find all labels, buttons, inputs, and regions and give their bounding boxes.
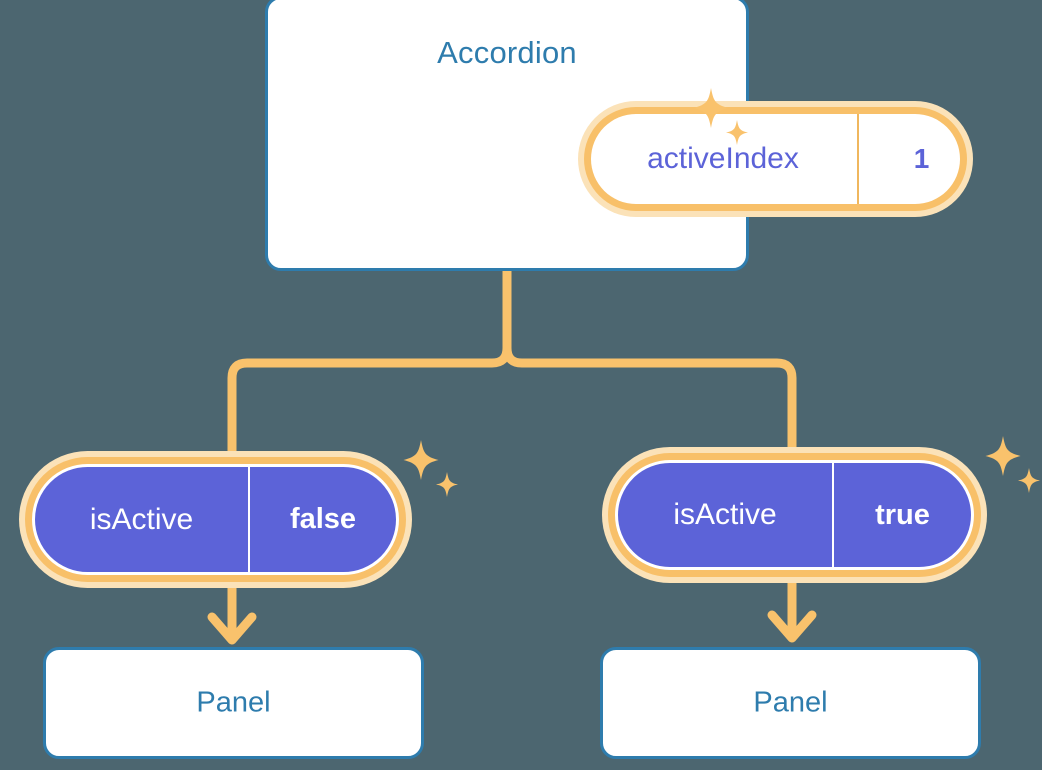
sparkle-small-icon: [1018, 468, 1040, 493]
state-value-label: true: [832, 463, 971, 567]
state-pill-isactive-false[interactable]: isActive false: [19, 451, 412, 588]
state-key-label: isActive: [673, 498, 777, 531]
component-title: Accordion: [437, 35, 577, 70]
sparkle-small-icon: [436, 472, 458, 497]
state-key-label: isActive: [89, 502, 194, 536]
sparkle-large-icon: [985, 436, 1021, 476]
arrowhead-left-icon: [207, 612, 257, 645]
state-value-label: false: [248, 467, 396, 572]
state-pill-activeindex[interactable]: activeIndex 1: [578, 101, 973, 217]
panel-title: Panel: [196, 686, 271, 719]
connector-branch-left: [227, 343, 512, 460]
pill-body: isActive false: [32, 464, 399, 575]
pill-body: isActive true: [615, 460, 974, 570]
panel-card-right[interactable]: Panel: [600, 647, 981, 759]
state-pill-isactive-true[interactable]: isActive true: [602, 447, 987, 583]
pill-body: activeIndex 1: [591, 114, 960, 204]
connector-branch-right: [502, 343, 797, 457]
component-card-accordion[interactable]: Accordion activeIndex 1: [265, 0, 973, 271]
state-value-label: 1: [857, 114, 960, 204]
state-key-label: activeIndex: [647, 142, 799, 175]
arrowhead-right-icon: [767, 610, 817, 643]
panel-card-left[interactable]: Panel: [43, 647, 424, 759]
panel-title: Panel: [753, 686, 828, 719]
